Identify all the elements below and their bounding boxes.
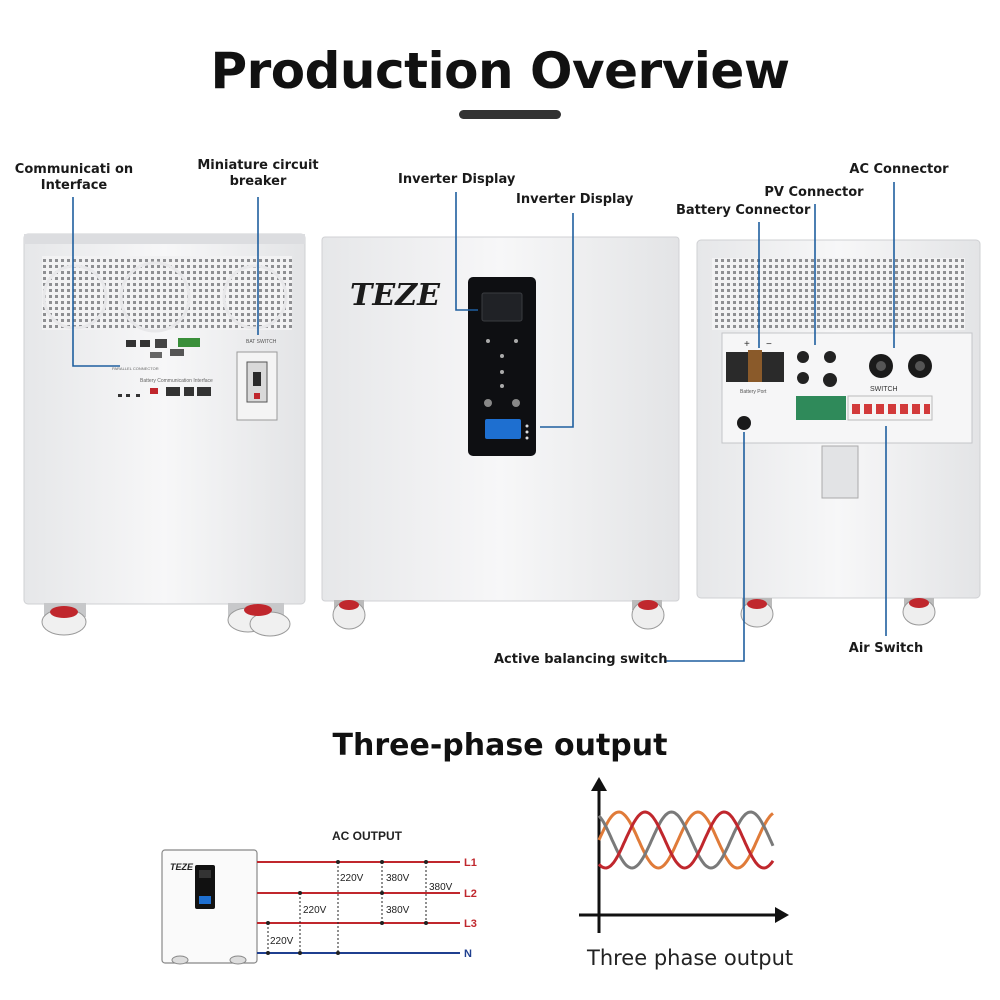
svg-text:BAT SWITCH: BAT SWITCH — [246, 339, 277, 345]
voltage-l3-n: 220V — [270, 936, 294, 947]
callout-active-balancing-switch: Active balancing switch — [494, 652, 668, 667]
voltage-l2-l3: 380V — [386, 905, 410, 916]
label-l1: L1 — [464, 857, 477, 869]
callout-inverter-display-2: Inverter Display — [516, 192, 634, 207]
center-unit: TEZE — [321, 236, 680, 630]
label-n: N — [464, 948, 472, 960]
callout-inverter-display-1: Inverter Display — [398, 172, 516, 187]
callout-pv-connector: PV Connector — [764, 185, 864, 200]
svg-text:Battery Communication Interfac: Battery Communication Interface — [140, 378, 213, 384]
ac-output-diagram: TEZE 220V 220V 220V 380V 380V 380V L1 L2… — [161, 849, 477, 965]
wave-y-arrow — [591, 777, 607, 791]
right-wheels — [740, 598, 936, 628]
three-phase-waveform — [579, 777, 789, 933]
voltage-l1-l2: 380V — [386, 873, 410, 884]
callout-air-switch: Air Switch — [848, 641, 924, 656]
callout-miniature-circuit-breaker: Miniature circuit breaker — [197, 158, 319, 189]
right-grille — [712, 258, 965, 330]
svg-text:+: + — [744, 339, 750, 350]
wave-phase-3 — [597, 810, 775, 870]
svg-text:PARALLEL CONNECTOR: PARALLEL CONNECTOR — [112, 366, 159, 371]
page-title: Production Overview — [210, 42, 790, 100]
ac-connectors[interactable] — [869, 354, 932, 378]
svg-text:SWITCH: SWITCH — [870, 386, 898, 393]
wave-phase-2 — [597, 810, 775, 870]
leader-lines — [72, 182, 895, 662]
product-views: PARALLEL CONNECTOR Battery Communication… — [23, 182, 981, 662]
wave-caption: Three phase output — [587, 946, 794, 970]
center-wheels — [332, 600, 665, 630]
voltage-l2-n: 220V — [303, 905, 327, 916]
miniature-circuit-breaker[interactable] — [236, 351, 278, 421]
voltage-l1-l3: 380V — [429, 882, 453, 893]
callout-ac-connector: AC Connector — [849, 162, 949, 177]
right-unit: + − Battery Port SWITCH — [696, 239, 981, 628]
mini-unit-illustration: TEZE — [161, 849, 258, 965]
battery-terminals[interactable]: + − Battery Port — [726, 339, 784, 395]
label-l3: L3 — [464, 918, 477, 930]
mini-brand-logo: TEZE — [170, 862, 194, 872]
voltage-l1-n: 220V — [340, 873, 364, 884]
callout-communication-interface: Communicati on Interface — [14, 162, 134, 193]
left-unit: PARALLEL CONNECTOR Battery Communication… — [23, 233, 306, 637]
active-balancing-switch[interactable] — [737, 416, 751, 430]
spec-label — [821, 445, 859, 499]
communication-ports — [126, 338, 200, 358]
section-title-three-phase: Three-phase output — [332, 728, 668, 763]
wave-phase-1 — [597, 810, 774, 870]
label-l2: L2 — [464, 888, 477, 900]
wave-x-arrow — [775, 907, 789, 923]
title-underline — [459, 110, 561, 119]
lcd-screen — [485, 419, 521, 439]
inverter-display-panel[interactable] — [468, 277, 536, 456]
brand-logo: TEZE — [350, 278, 441, 313]
ac-output-title: AC OUTPUT — [332, 829, 402, 843]
callout-battery-connector: Battery Connector — [676, 203, 811, 218]
air-switch-block[interactable] — [796, 395, 933, 421]
svg-text:−: − — [766, 339, 772, 350]
left-wheels — [41, 603, 291, 637]
svg-text:Battery Port: Battery Port — [740, 389, 767, 395]
pv-connectors[interactable] — [797, 351, 837, 387]
battery-comm-ports — [118, 387, 211, 397]
